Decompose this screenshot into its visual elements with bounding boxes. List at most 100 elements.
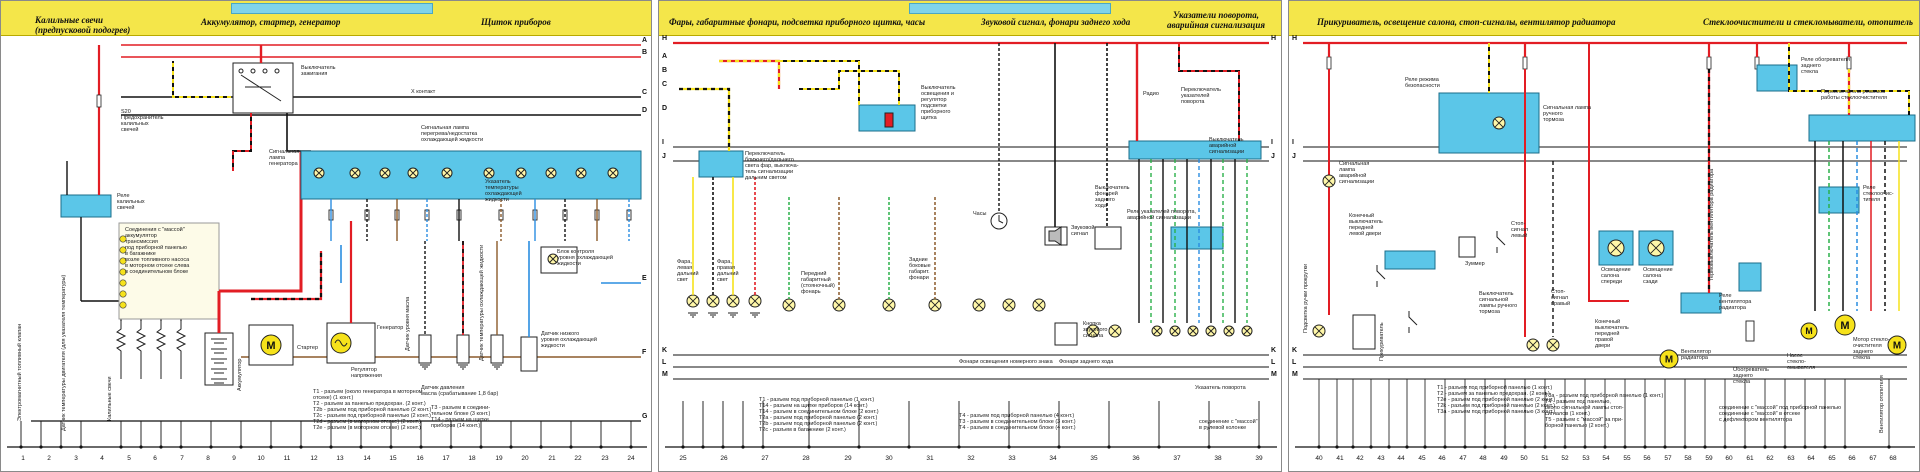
rear-wiper-motor-label: Мотор стекло- очистителя заднего стекла	[1853, 337, 1890, 361]
headlamp-left-label: Фара, левая дальний свет	[677, 259, 699, 283]
cluster-indicator-lamp-9-cross	[577, 169, 585, 177]
wiper-switch-label: Переключатель режимов работы стеклоочист…	[1821, 89, 1888, 101]
panel-lighter-stop-wipers: Прикуриватель, освещение салона, стоп-си…	[1288, 0, 1920, 472]
column-number-48: 48	[1479, 455, 1487, 462]
column-number-23: 23	[601, 455, 609, 462]
clock-label: Часы	[973, 211, 987, 217]
headlamp-icon-2-cross	[708, 296, 718, 306]
column-number-15: 15	[389, 455, 397, 462]
bus-label-left-L: L	[662, 359, 667, 366]
column-number-59: 59	[1705, 455, 1713, 462]
generator-label: Генератор	[377, 325, 404, 331]
panel2-title-horn: Звуковой сигнал, фонари заднего хода	[981, 17, 1131, 27]
hazard-relay-box	[1170, 226, 1224, 250]
ground-dot-18	[479, 445, 483, 449]
sensor-ground-1	[420, 364, 430, 370]
column-number-13: 13	[336, 455, 344, 462]
column-number-31: 31	[926, 455, 934, 462]
ground-dot-11	[269, 445, 273, 449]
column-number-63: 63	[1787, 455, 1795, 462]
column-number-52: 52	[1561, 455, 1569, 462]
column-number-27: 27	[761, 455, 769, 462]
column-number-36: 36	[1132, 455, 1140, 462]
wire-dimmer-2	[799, 70, 900, 105]
ground-point-icon-1	[119, 235, 127, 243]
ground-dot-27	[1823, 445, 1827, 449]
column-number-65: 65	[1828, 455, 1836, 462]
column-number-29: 29	[844, 455, 852, 462]
column-number-19: 19	[495, 455, 503, 462]
level-block-label: Блок контроля уровня охлаждающей жидкост…	[557, 249, 613, 267]
column-number-45: 45	[1418, 455, 1426, 462]
ground-point-icon-5	[119, 279, 127, 287]
wire-dimmer-feed	[779, 60, 860, 105]
column-number-39: 39	[1255, 455, 1263, 462]
cluster-indicator-lamp-2-cross	[351, 169, 359, 177]
bus-label-right-M: M	[1271, 371, 1277, 378]
column-number-5: 5	[127, 455, 131, 462]
column-number-67: 67	[1869, 455, 1877, 462]
headlamp-ground-2	[708, 312, 718, 318]
sensor-box-3	[490, 334, 504, 364]
ground-legend-text: Соединения с "массой" аккумулятор трансм…	[125, 227, 190, 275]
turn-lamp-icon-6-cross	[1243, 327, 1251, 335]
thermo-switch-label: Термовыключатель вентилятора радиатора	[1709, 168, 1715, 281]
brake-lamp-label: Сигнальная лампа ручного тормоза	[1543, 105, 1591, 123]
park-lamp-icon-1-cross	[784, 300, 794, 310]
panel2-header-tab	[909, 3, 1111, 14]
panel1-wiring: M	[7, 44, 647, 449]
headlamp-icon-1-cross	[688, 296, 698, 306]
dimmer-switch-label: Выключатель освещения и регулятор подсве…	[921, 85, 956, 121]
radiator-fan-motor-icon	[1659, 349, 1679, 369]
rear-glass-box	[1738, 262, 1762, 292]
reverse-lamp-icon-1-cross	[1088, 326, 1098, 336]
ground-dot-20	[539, 445, 543, 449]
ground-dot-8	[907, 445, 911, 449]
headlamp-ground-3	[728, 312, 738, 318]
clock-hands-icon	[998, 215, 1004, 224]
headlamp-icon-3-cross	[728, 296, 738, 306]
ignition-terminal-4	[274, 68, 280, 74]
wire-ign-15-stripe	[232, 113, 252, 171]
panel2-header: Фары, габаритные фонари, подсветка прибо…	[659, 1, 1281, 36]
ground-dot-11	[1503, 445, 1507, 449]
front-park-label: Передний габаритный (стояночный) фонарь	[801, 271, 835, 295]
ground-dot-14	[1207, 445, 1211, 449]
cluster-indicator-lamp-7-cross	[517, 169, 525, 177]
battery-cell-icon-3	[211, 358, 227, 364]
cluster-indicator-lamp-6-cross	[485, 169, 493, 177]
ground-dot-15	[1257, 445, 1261, 449]
column-number-9: 9	[232, 455, 236, 462]
light-switch-label: Переключатель ближнего/дальнего света фа…	[745, 151, 799, 181]
ground-dot-15	[1583, 445, 1587, 449]
turn-lamp-icon-5-cross	[1225, 327, 1233, 335]
fan-relay-label: Реле вентилятора радиатора	[1719, 293, 1752, 311]
column-number-25: 25	[679, 455, 687, 462]
wire-light-feed-stripe	[679, 87, 731, 151]
plate-lamp-label: Фонари освещения номерного знака	[959, 359, 1053, 365]
rear-defrost-label: Реле обогревателя заднего стекла	[1801, 57, 1850, 75]
column-number-49: 49	[1500, 455, 1508, 462]
column-number-1: 1	[21, 455, 25, 462]
ground-dot-10	[239, 445, 243, 449]
column-number-58: 58	[1684, 455, 1692, 462]
bus-label-right-J: J	[1271, 153, 1275, 160]
column-number-61: 61	[1746, 455, 1754, 462]
ground-dot-22	[599, 445, 603, 449]
sensor-ground-3	[492, 364, 502, 370]
ground-dot-6	[807, 445, 811, 449]
bus-label-right-K: K	[1271, 347, 1277, 354]
glow-plug-icon-4	[175, 321, 187, 379]
ground-dot-10	[1483, 445, 1487, 449]
wire-ign-su-stripe	[172, 61, 231, 98]
ground-dot-9	[1463, 445, 1467, 449]
wire-starter-50	[251, 251, 323, 301]
wire-ign-x	[286, 113, 311, 152]
reverse-lamp-icon-2-cross	[1110, 326, 1120, 336]
ground-dot-28	[1843, 445, 1847, 449]
ground-dot-18	[1643, 445, 1647, 449]
column-number-42: 42	[1356, 455, 1364, 462]
turn-lamp-icon-3-cross	[1189, 327, 1197, 335]
fuel-valve-label: Электромагнитный топливный клапан	[17, 323, 23, 421]
ground-dot-5	[119, 445, 123, 449]
